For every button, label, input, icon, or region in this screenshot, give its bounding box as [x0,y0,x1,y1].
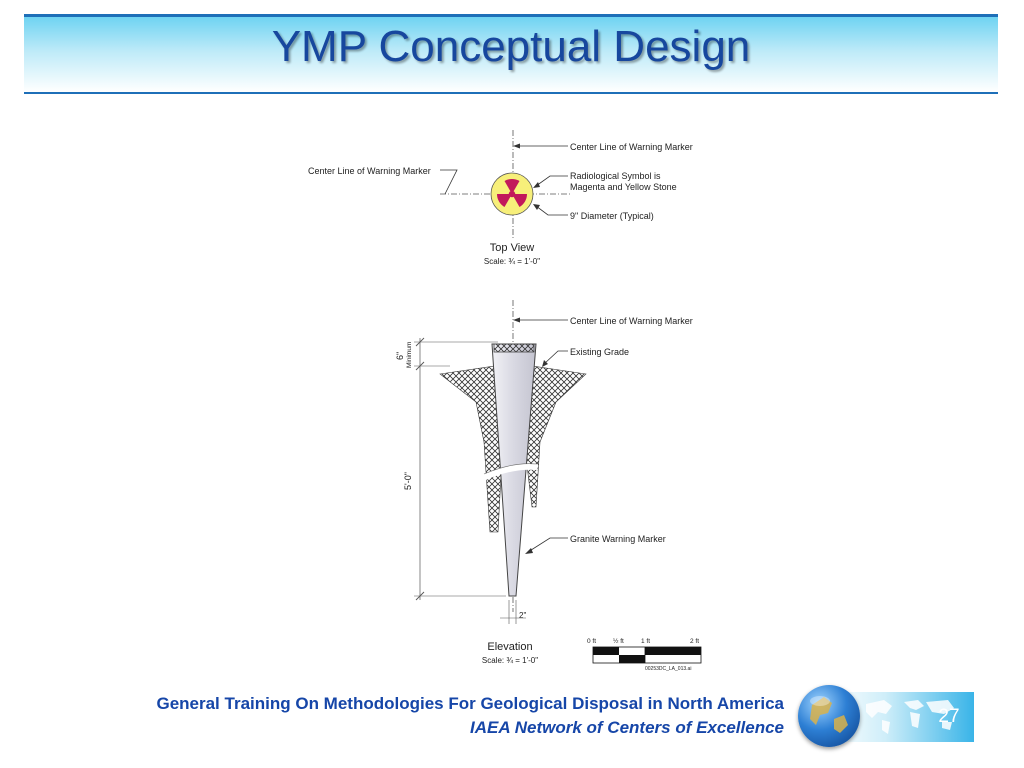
slide-title: YMP Conceptual Design [271,22,751,71]
label-top-centerline: Center Line of Warning Marker [570,142,693,152]
elevation-scale: Scale: ¾ = 1'-0" [482,656,538,665]
elevation-title: Elevation [487,641,532,653]
label-symbol-line2: Magenta and Yellow Stone [570,182,677,192]
page-number: 27 [938,706,960,727]
svg-text:2 ft: 2 ft [690,638,699,645]
marker-diagram: Center Line of Warning Marker Center Lin… [300,112,730,677]
title-bar [24,14,998,94]
label-left-centerline: Center Line of Warning Marker [308,166,431,176]
footer-program-title: General Training On Methodologies For Ge… [156,694,784,713]
label-existing-grade: Existing Grade [570,347,629,357]
dim-top-note: Minimum [406,342,413,368]
globe-icon [798,685,860,747]
scale-bar: 0 ft ½ ft 1 ft 2 ft 00253DC_LA_013.ai [587,637,702,672]
top-view-scale: Scale: ¾ = 1'-0" [484,257,540,266]
label-diameter: 9" Diameter (Typical) [570,211,654,221]
dim-top: 6" [395,352,405,360]
existing-grade-hatch [439,365,503,533]
label-elevation-centerline: Center Line of Warning Marker [570,316,693,326]
svg-text:1 ft: 1 ft [641,638,650,645]
world-map-icon [866,700,954,734]
dim-height: 5'-0" [403,472,413,490]
label-granite-marker: Granite Warning Marker [570,534,666,544]
svg-text:0 ft: 0 ft [587,638,596,645]
drawing-file-id: 00253DC_LA_013.ai [645,666,691,672]
svg-text:½ ft: ½ ft [613,637,624,645]
top-view-title: Top View [490,242,534,254]
radiological-symbol [490,172,534,216]
footer-network-name: IAEA Network of Centers of Excellence [470,718,784,737]
dim-bottom: 2" [519,611,526,620]
marker-cap-hatch [493,343,535,353]
label-symbol-line1: Radiological Symbol is [570,171,661,181]
